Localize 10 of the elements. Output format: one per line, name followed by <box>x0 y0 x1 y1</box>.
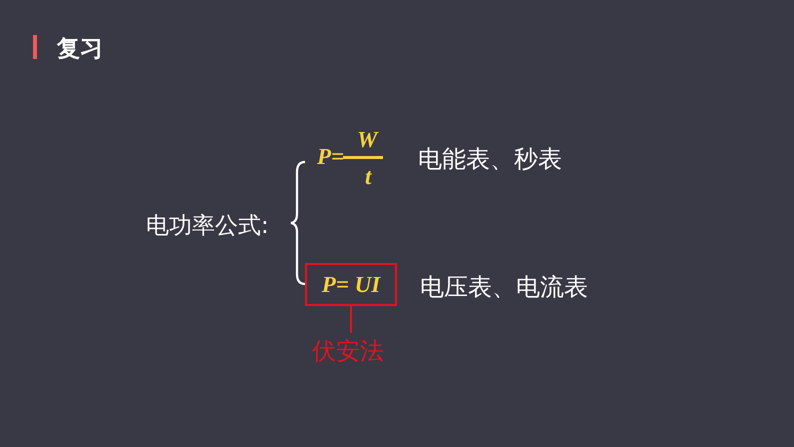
title: 复习 <box>57 35 103 64</box>
method-label: 伏安法 <box>300 333 396 369</box>
numerator: W <box>357 126 378 154</box>
text-label: 电能表、秒表 <box>418 144 562 175</box>
formula-box: P= UI <box>305 263 397 306</box>
text-label: 电压表、电流表 <box>420 272 588 303</box>
denominator: t <box>365 163 372 191</box>
formula: P= <box>317 143 344 171</box>
leader-line <box>350 306 352 333</box>
text-label: 电功率公式: <box>146 212 269 241</box>
